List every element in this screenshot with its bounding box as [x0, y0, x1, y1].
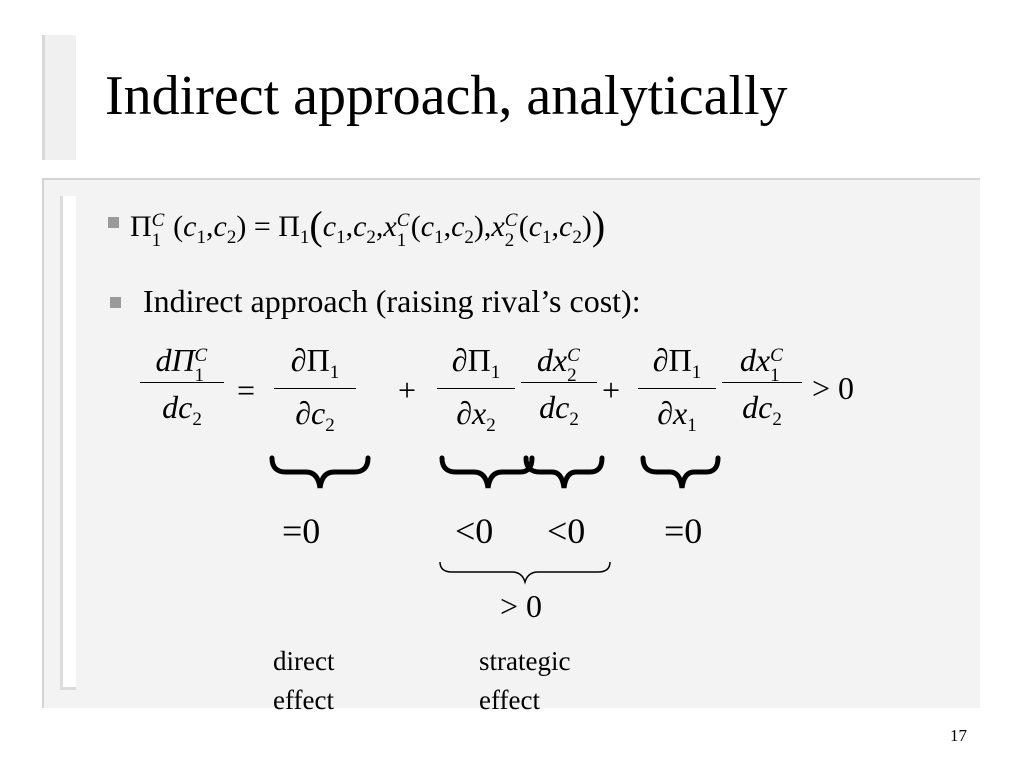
bullet-2-text: Indirect approach (raising rival’s cost)…	[143, 283, 641, 319]
brace-strategic-1	[439, 455, 535, 489]
equals-sign: =	[237, 372, 256, 408]
bullet-1-marker	[108, 217, 119, 228]
strategic-effect-label: strategic effect	[479, 646, 571, 716]
plus-sign-2: +	[602, 372, 621, 408]
condition-direct: =0	[282, 511, 321, 551]
direct-effect-label: direct effect	[273, 646, 335, 716]
direct-term-fraction: ∂Π1 ∂c2	[274, 344, 356, 435]
content-accent-bar	[60, 196, 76, 690]
bullet-2-marker	[110, 297, 121, 308]
greater-than-zero: > 0	[812, 370, 855, 406]
condition-strategic-2: <0	[547, 511, 586, 551]
title-accent-bar	[42, 35, 76, 160]
page-number: 17	[950, 726, 967, 745]
brace-combined	[439, 561, 611, 585]
brace-strategic-2	[523, 455, 605, 489]
strategic-term-1-fraction-a: ∂Π1 ∂x2	[437, 344, 515, 435]
condition-strategic-1: <0	[455, 511, 494, 551]
condition-strategic-3: =0	[664, 511, 703, 551]
strategic-term-2-fraction-a: ∂Π1 ∂x1	[638, 344, 716, 435]
condition-combined: > 0	[500, 588, 543, 624]
brace-direct	[269, 455, 371, 489]
content-panel	[42, 178, 980, 708]
plus-sign-1: +	[398, 372, 417, 408]
brace-strategic-3	[640, 455, 721, 489]
slide-title: Indirect approach, analytically	[105, 65, 788, 127]
